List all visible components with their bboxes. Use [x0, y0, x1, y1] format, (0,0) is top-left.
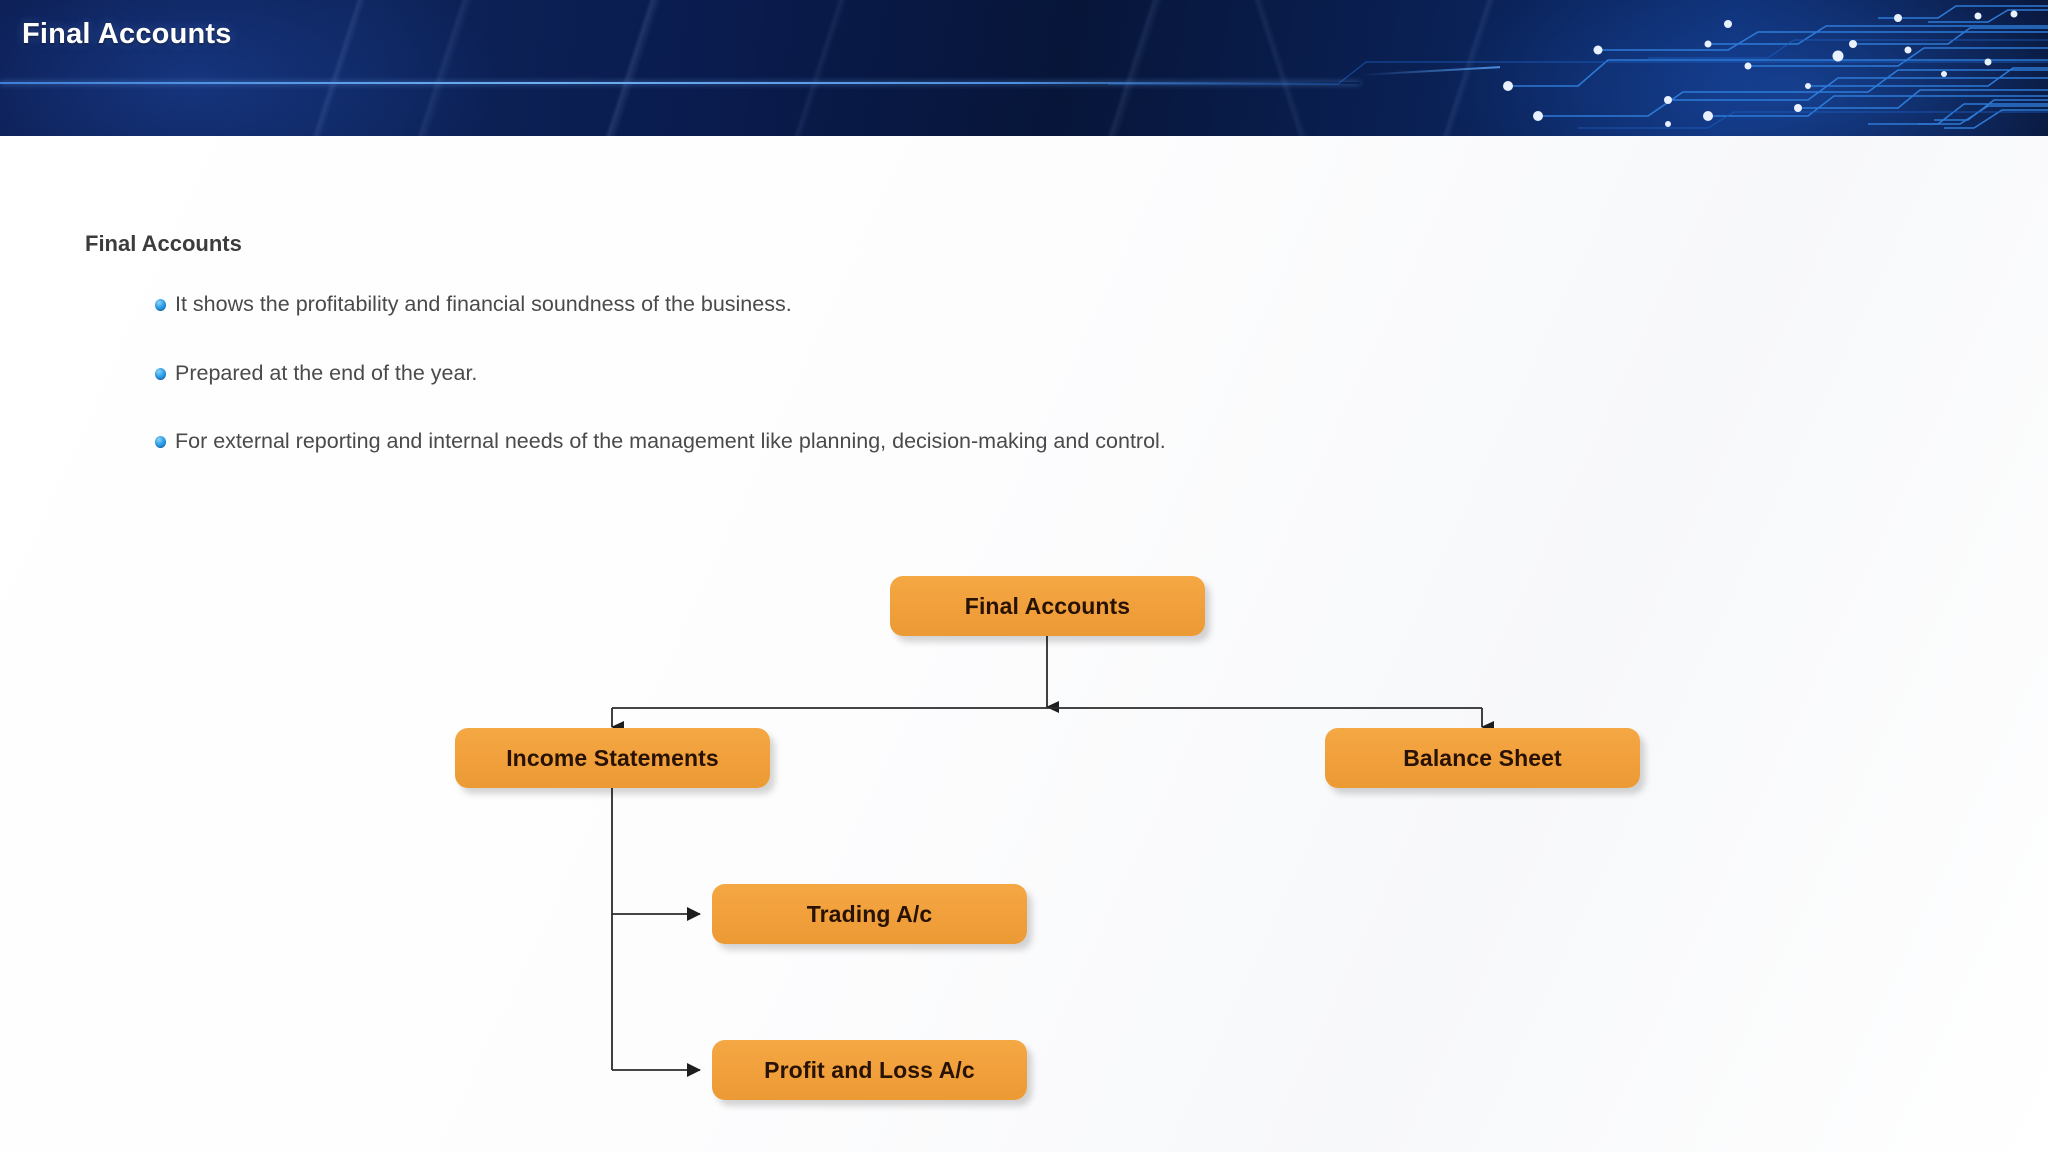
header-accent-rule — [0, 82, 1360, 84]
content-background-sheen — [0, 136, 2048, 1152]
bullet-item: It shows the profitability and financial… — [155, 291, 792, 318]
page-title: Final Accounts — [22, 18, 232, 50]
circuit-pattern-icon — [1108, 5, 2048, 129]
section-heading: Final Accounts — [85, 231, 242, 256]
bullet-text: For external reporting and internal need… — [175, 429, 1166, 453]
bullet-text: Prepared at the end of the year. — [175, 361, 478, 385]
bullet-text: It shows the profitability and financial… — [175, 292, 792, 316]
slide-content: Final Accounts It shows the profitabilit… — [0, 136, 2048, 1152]
bullet-dot-icon — [155, 368, 166, 380]
header-glow-left — [0, 0, 500, 136]
bullet-dot-icon — [155, 436, 166, 448]
bullet-dot-icon — [155, 299, 166, 311]
bullet-item: Prepared at the end of the year. — [155, 360, 477, 387]
bullet-item: For external reporting and internal need… — [155, 428, 1166, 455]
slide-header-banner: Final Accounts — [0, 0, 2048, 136]
